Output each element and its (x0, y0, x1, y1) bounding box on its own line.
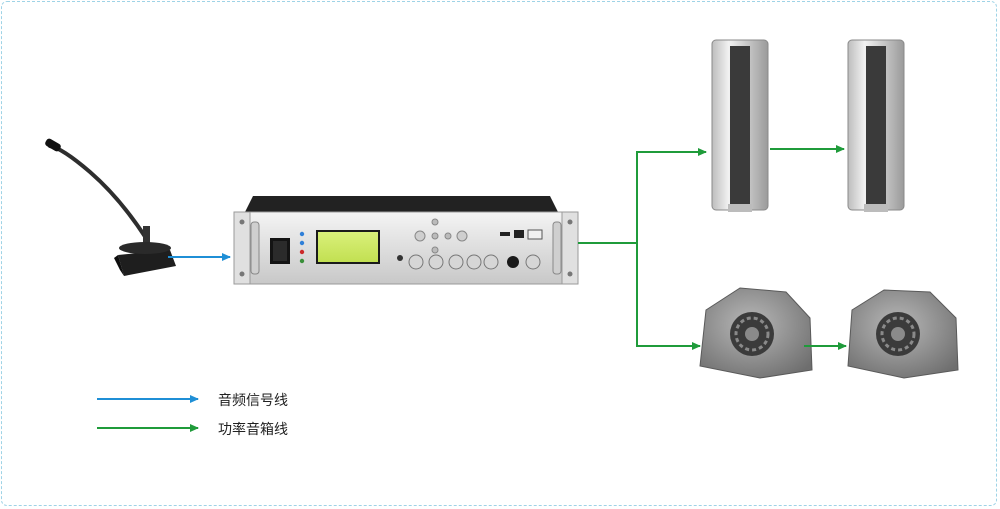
rock-speaker-icon (847, 289, 959, 379)
power-line-amp-to-speakers (578, 145, 847, 350)
column-speaker-icon (711, 39, 769, 212)
rock-speaker-icon (699, 287, 813, 379)
column-speaker-icon (847, 39, 905, 212)
rack-amplifier-icon (233, 196, 579, 285)
legend-signal-label: 音频信号线 (218, 393, 288, 409)
gooseneck-microphone-icon (45, 138, 176, 276)
legend-power-label: 功率音箱线 (218, 422, 288, 438)
